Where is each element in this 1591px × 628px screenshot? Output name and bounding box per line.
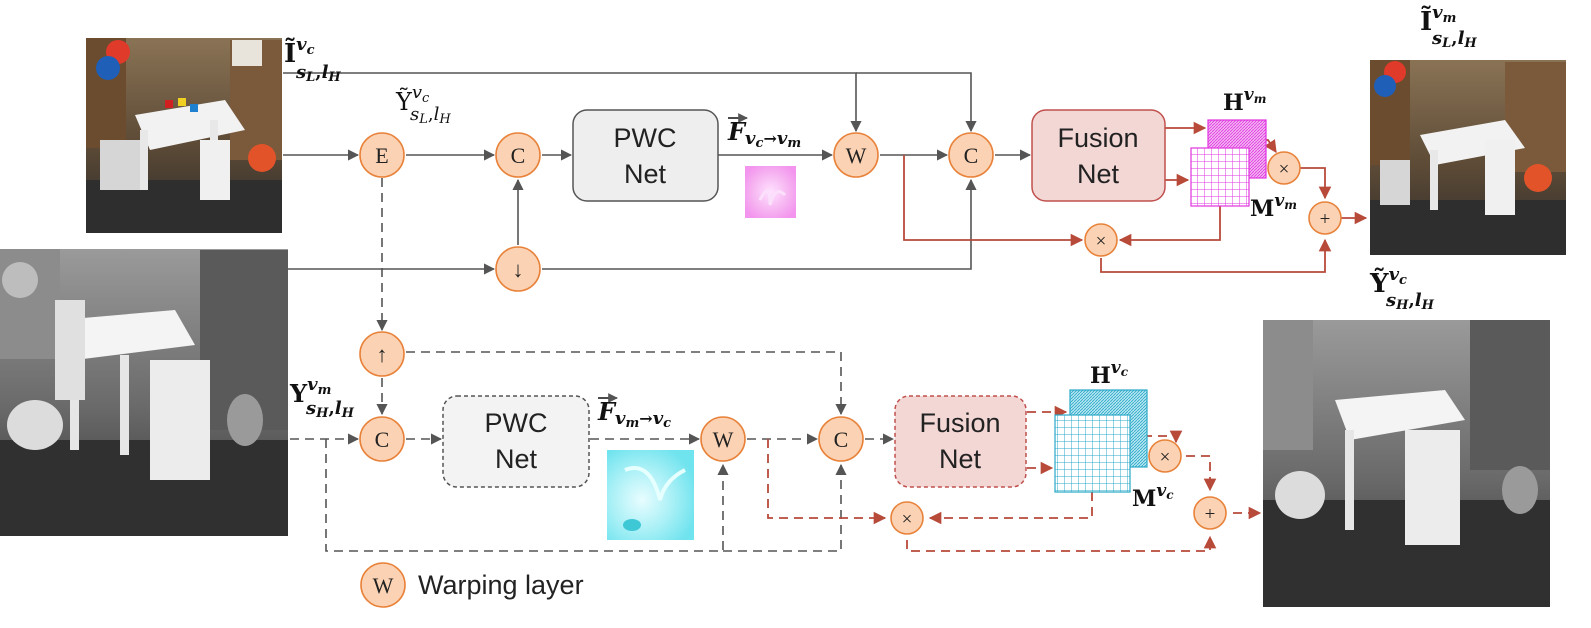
pwc-top-line2: Net: [624, 159, 667, 189]
fusion-top-line2: Net: [1077, 159, 1120, 189]
add-node: [1308, 201, 1342, 235]
operation-nodes: [359, 132, 1342, 535]
fusion-net-top: Fusion Net: [1031, 109, 1166, 202]
flow-image-bottom: [607, 450, 694, 540]
pwc-net-bottom: PWC Net: [442, 395, 590, 488]
concat-label: C: [375, 427, 390, 452]
encode-node: [359, 132, 405, 178]
input-color-image: [86, 38, 282, 233]
label-flow-top: Fvc→vm: [727, 117, 801, 151]
encode-label: E: [375, 143, 388, 168]
output-color-image: [1370, 60, 1566, 255]
multiply-node: [1084, 223, 1118, 257]
label-m-bottom: Mvc: [1132, 481, 1174, 512]
top-branch-connections: [283, 72, 1032, 275]
downsample-node: [495, 246, 541, 292]
multiply-node: [890, 501, 924, 535]
upsample-node: [359, 331, 405, 377]
multiply-label: ×: [1096, 231, 1107, 252]
fusion-bottom-line1: Fusion: [919, 408, 1000, 438]
fusion-bottom-line2: Net: [939, 444, 982, 474]
bottom-branch-connections: [290, 178, 895, 552]
label-m-top: Mvm: [1250, 191, 1297, 222]
warp-node: [833, 132, 879, 178]
legend-warp-symbol: [360, 562, 406, 608]
warp-label: W: [713, 427, 734, 452]
top-fusion-paths: [903, 121, 1368, 273]
add-label: +: [1205, 504, 1216, 525]
concat-node: [948, 132, 994, 178]
label-h-bottom: Hvc: [1090, 358, 1129, 389]
legend: W Warping layer: [360, 562, 584, 608]
upsample-label: ↑: [377, 342, 388, 367]
concat-label: C: [834, 427, 849, 452]
multiply-label: ×: [1160, 447, 1171, 468]
multiply-node: [1267, 151, 1301, 185]
downsample-label: ↓: [513, 257, 524, 282]
label-flow-bottom: Fvm→vc: [597, 397, 671, 431]
fusion-net-bottom: Fusion Net: [894, 395, 1027, 488]
operation-node-labels: E C ↓ W C ↑ C W C × × + × × +: [375, 143, 1331, 530]
warp-label: W: [846, 143, 867, 168]
concat-label: C: [964, 143, 979, 168]
feature-maps-bottom: [1054, 389, 1148, 493]
feature-maps-top: [1190, 119, 1267, 207]
input-gray-image: [0, 249, 288, 536]
label-h-top: Hvm: [1223, 85, 1266, 116]
legend-text: Warping layer: [418, 570, 584, 600]
pwc-net-top: PWC Net: [572, 109, 719, 202]
warp-node: [700, 416, 746, 462]
pwc-bottom-line2: Net: [495, 444, 538, 474]
legend-symbol-label: W: [373, 573, 394, 598]
pwc-bottom-line1: PWC: [485, 408, 548, 438]
pwc-top-line1: PWC: [614, 123, 677, 153]
fusion-top-line1: Fusion: [1057, 123, 1138, 153]
multiply-node: [1148, 439, 1182, 473]
concat-node: [359, 416, 405, 462]
flow-image-top: [745, 166, 796, 218]
concat-node: [818, 416, 864, 462]
concat-label: C: [511, 143, 526, 168]
concat-node: [495, 132, 541, 178]
add-label: +: [1320, 209, 1331, 230]
output-gray-image: [1263, 320, 1550, 607]
add-node: [1193, 496, 1227, 530]
multiply-label: ×: [1279, 159, 1290, 180]
multiply-label: ×: [902, 509, 913, 530]
